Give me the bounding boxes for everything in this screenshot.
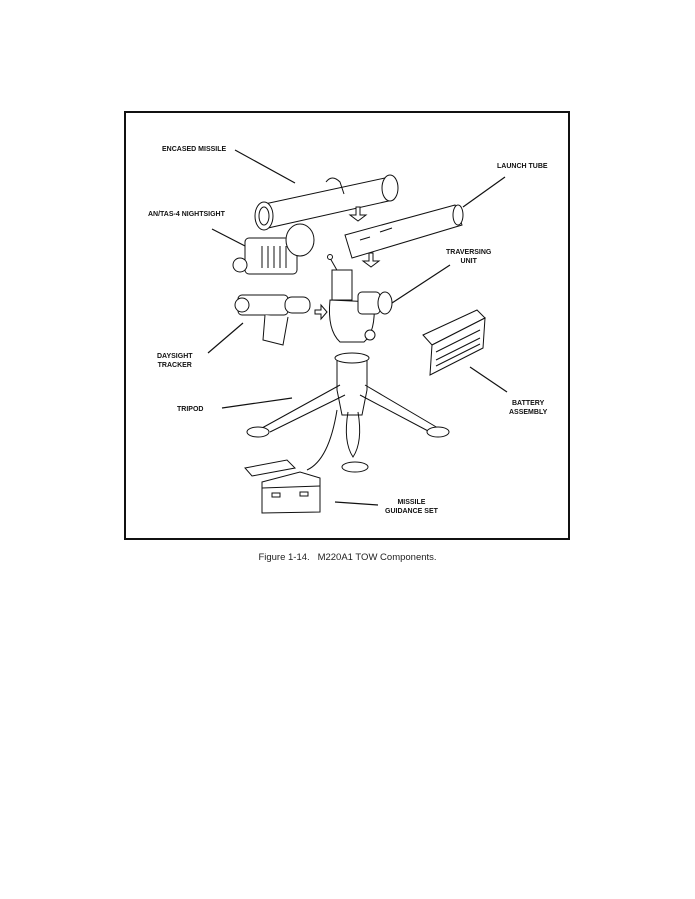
- label-line: TRACKER: [157, 362, 192, 369]
- missile-guidance-set-drawing: [244, 459, 321, 514]
- label-launch-tube: LAUNCH TUBE: [497, 163, 548, 170]
- assembly-arrows: [314, 206, 381, 321]
- label-line: DAYSIGHT: [157, 353, 193, 360]
- label-line: BATTERY: [511, 400, 545, 407]
- label-line: UNIT: [460, 258, 477, 265]
- tripod-drawing: [246, 352, 450, 473]
- battery-assembly-drawing: [422, 309, 486, 376]
- label-daysight-tracker: DAYSIGHT TRACKER: [157, 352, 193, 370]
- nightsight-drawing: [232, 223, 315, 275]
- label-tripod: TRIPOD: [177, 406, 204, 413]
- daysight-tracker-drawing: [234, 294, 311, 346]
- label-line: GUIDANCE SET: [385, 508, 438, 515]
- leader-lines: [207, 149, 508, 506]
- label-line: MISSILE: [397, 499, 426, 506]
- label-line: ASSEMBLY: [509, 409, 548, 416]
- encased-missile-drawing: [254, 174, 399, 231]
- label-battery-assembly: BATTERY ASSEMBLY: [509, 399, 547, 417]
- label-line: TRAVERSING: [446, 249, 492, 256]
- label-encased-missile: ENCASED MISSILE: [162, 146, 227, 153]
- launch-tube-drawing: [344, 204, 464, 259]
- label-nightsight: AN/TAS-4 NIGHTSIGHT: [148, 211, 225, 218]
- label-missile-guidance-set: MISSILE GUIDANCE SET: [385, 498, 438, 516]
- figure-caption: Figure 1-14. M220A1 TOW Components.: [258, 552, 437, 563]
- traversing-unit-drawing: [327, 254, 393, 343]
- label-traversing-unit: TRAVERSING UNIT: [446, 248, 491, 266]
- figure-frame: [124, 111, 570, 540]
